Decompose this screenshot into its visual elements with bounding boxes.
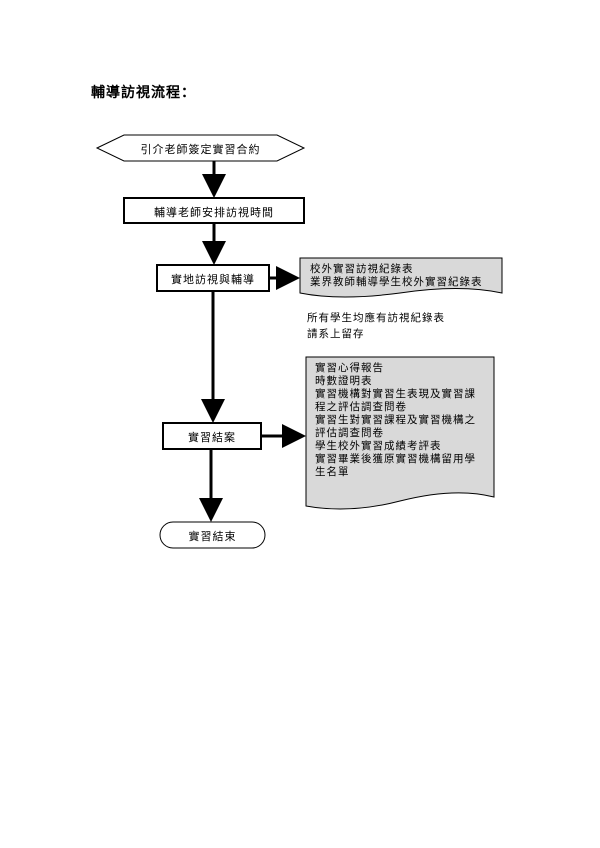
doc-visit-line: 業界教師輔導學生校外實習紀錄表	[310, 276, 483, 288]
doc-visit-shape	[299, 257, 503, 298]
doc-closeout-line: 學生校外實習成績考評表	[315, 440, 442, 452]
closeout-node-label: 實習結案	[188, 431, 236, 444]
doc-closeout-line: 實習生對實習課程及實習機構之	[315, 414, 476, 426]
end-node-shape	[159, 521, 266, 549]
doc-closeout-line: 生名單	[315, 466, 350, 478]
start-node-label: 引介老師簽定實習合約	[140, 143, 261, 156]
note-text: 所有學生均應有訪視紀錄表 請系上留存	[307, 310, 445, 342]
doc-closeout-shape	[305, 356, 495, 510]
doc-closeout-line: 評估調查問卷	[315, 427, 384, 439]
doc-closeout-line: 實習機構對實習生表現及實習課	[315, 388, 476, 400]
doc-closeout-line: 程之評估調查問卷	[315, 401, 407, 413]
doc-closeout-text: 實習心得報告 時數證明表 實習機構對實習生表現及實習課 程之評估調查問卷 實習生…	[315, 362, 476, 479]
doc-visit-text: 校外實習訪視紀錄表 業界教師輔導學生校外實習紀錄表	[310, 263, 483, 289]
end-node-label: 實習結束	[188, 530, 237, 543]
doc-closeout-line: 時數證明表	[315, 375, 373, 387]
page-title: 輔導訪視流程：	[91, 85, 196, 101]
note-line: 所有學生均應有訪視紀錄表	[307, 312, 445, 324]
schedule-node-label: 輔導老師安排訪視時間	[154, 206, 274, 219]
visit-node-shape	[156, 264, 270, 292]
doc-closeout-line: 實習心得報告	[315, 362, 384, 374]
note-line: 請系上留存	[307, 328, 365, 340]
schedule-node-shape	[123, 197, 305, 224]
doc-visit-line: 校外實習訪視紀錄表	[310, 263, 414, 275]
visit-node-label: 實地訪視與輔導	[171, 273, 255, 286]
doc-closeout-line: 實習畢業後獲原實習機構留用學	[315, 453, 476, 465]
start-node-shape	[95, 134, 306, 162]
